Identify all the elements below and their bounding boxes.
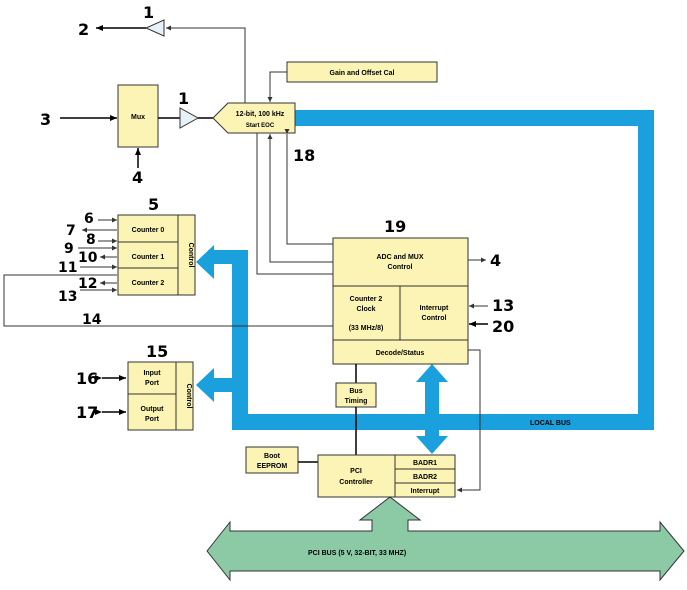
callout-3: 3 (40, 110, 51, 129)
bus-timing-label-2: Timing (345, 398, 368, 405)
counter-control-label: Control (187, 243, 194, 268)
interrupt-label: Interrupt (411, 488, 440, 495)
adc-ctrl-line-a (256, 133, 333, 275)
adc-ctrl-line-c (284, 129, 333, 245)
boot-eeprom-label-2: EEPROM (257, 463, 288, 470)
interrupt-to-pci-line (457, 349, 481, 493)
badr1-label: BADR1 (413, 460, 437, 467)
input-port-label-1: Input (143, 370, 161, 377)
adc-to-output-buffer-line (166, 25, 246, 103)
callout-1-mid: 1 (178, 89, 189, 108)
adc-mux-control-label-2: Control (388, 264, 413, 271)
output-port-label-1: Output (141, 406, 165, 413)
callout-20: 20 (492, 317, 514, 336)
counter-block: Counter 0 Counter 1 Counter 2 Control (117, 214, 196, 296)
badr2-label: BADR2 (413, 474, 437, 481)
callout-1-top: 1 (143, 3, 154, 22)
interrupt-control-label-2: Control (422, 315, 447, 322)
callout-5: 5 (148, 195, 159, 214)
callout-18: 18 (293, 146, 315, 165)
mux-label: Mux (131, 114, 145, 121)
callout-14: 14 (82, 312, 102, 328)
callout-4-right: 4 (490, 251, 501, 270)
counter2-clock-label-1: Counter 2 (350, 296, 383, 303)
callout-10: 10 (78, 250, 98, 266)
callout-17: 17 (76, 403, 98, 422)
port-control-label: Control (185, 384, 192, 409)
counter2-clock-label-2: Clock (356, 306, 375, 313)
counter2-clock-label-3: (33 MHz/8) (349, 325, 384, 332)
counter-2-label: Counter 2 (132, 280, 165, 287)
interrupt-control-label-1: Interrupt (420, 305, 449, 312)
mux-block: Mux (117, 84, 159, 148)
output-port-label-2: Port (145, 416, 160, 423)
counter-1-label: Counter 1 (132, 254, 165, 261)
counter-0-label: Counter 0 (132, 227, 165, 234)
pci-bus: PCI BUS (5 V, 32-BIT, 33 MHZ) (206, 496, 685, 582)
callout-6: 6 (84, 211, 94, 227)
control-block: ADC and MUX Control Counter 2 Clock (33 … (332, 237, 469, 365)
adc-start-eoc: Start EOC (246, 123, 275, 129)
buffer-amp-icon (179, 107, 200, 129)
cal-to-adc-line (267, 71, 287, 102)
gain-offset-cal-block: Gain and Offset Cal (286, 61, 438, 83)
callout-2: 2 (78, 20, 89, 39)
pci-bus-label: PCI BUS (5 V, 32-BIT, 33 MHZ) (308, 550, 406, 557)
callout-13-right: 13 (492, 296, 514, 315)
pci-controller-label-2: Controller (339, 479, 373, 486)
callout-13-left: 13 (58, 289, 77, 305)
bus-timing-label-1: Bus (349, 388, 362, 395)
adc-mux-control-label-1: ADC and MUX (376, 254, 423, 261)
digital-port-block: Input Port Output Port Control (127, 361, 194, 431)
callout-7: 7 (66, 223, 76, 239)
adc-label: 12-bit, 100 kHz (236, 111, 285, 118)
adc-block: 12-bit, 100 kHz Start EOC (212, 102, 296, 134)
callout-12: 12 (78, 276, 97, 292)
boot-eeprom-block: Boot EEPROM (245, 446, 299, 474)
pci-controller-label-1: PCI (350, 468, 362, 475)
boot-eeprom-label-1: Boot (264, 453, 281, 460)
callout-15: 15 (146, 342, 168, 361)
callout-11: 11 (58, 260, 77, 276)
callout-16: 16 (76, 369, 98, 388)
output-buffer-icon (144, 19, 165, 37)
callout-4-mux: 4 (132, 168, 143, 187)
adc-ctrl-line-b (267, 134, 333, 263)
counter-2-clock-line (3, 274, 333, 327)
decode-status-label: Decode/Status (376, 350, 425, 357)
local-bus: LOCAL BUS (196, 110, 654, 454)
gain-offset-label: Gain and Offset Cal (330, 70, 395, 77)
bus-timing-block: Bus Timing (335, 382, 377, 408)
callout-8: 8 (86, 232, 96, 248)
input-port-label-2: Port (145, 380, 160, 387)
pci-controller-block: PCI Controller BADR1 BADR2 Interrupt (317, 454, 456, 498)
local-bus-label: LOCAL BUS (530, 420, 571, 427)
callout-19: 19 (384, 217, 406, 236)
callout-9: 9 (64, 241, 74, 257)
